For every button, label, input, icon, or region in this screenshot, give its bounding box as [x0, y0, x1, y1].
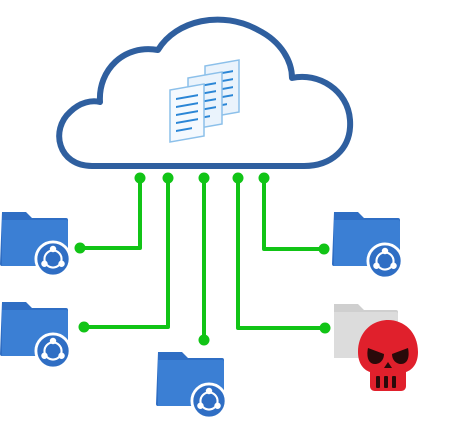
- sync-icon: [34, 240, 72, 278]
- documents-stack-icon: [169, 59, 240, 143]
- connector-dots: [74, 172, 331, 346]
- skull-icon: [358, 320, 418, 391]
- connector-left-top: [78, 176, 142, 250]
- connector-right-bottom: [236, 176, 327, 330]
- folder-left-top: [0, 212, 72, 278]
- folder-right-bottom: [334, 304, 418, 391]
- connector-left-bottom: [82, 176, 170, 329]
- connector-lines: [78, 176, 327, 342]
- folder-right-top: [332, 212, 404, 280]
- sync-icon: [34, 332, 72, 370]
- connector-right-top: [262, 176, 326, 251]
- sync-icon: [366, 242, 404, 280]
- folder-left-bottom: [0, 302, 72, 370]
- folder-bottom-center: [156, 352, 228, 420]
- sync-icon: [190, 382, 228, 420]
